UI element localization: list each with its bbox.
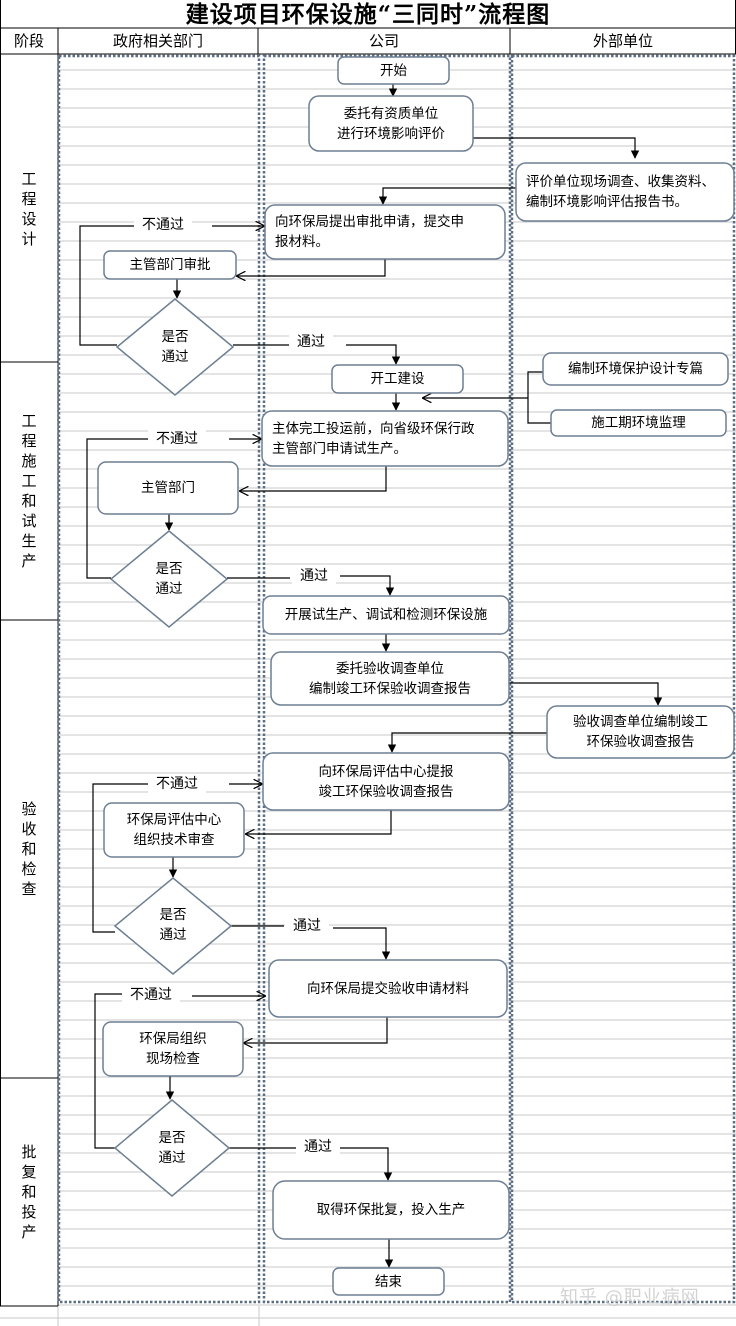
shape-commission-eia (308, 95, 474, 152)
swimlanes (57, 54, 736, 1304)
arrow-submit-to-inspection (244, 1017, 388, 1043)
arrow-report-to-submit (387, 732, 547, 753)
lane-company (262, 54, 512, 1304)
edge-label-fail-2: 不通过 (148, 430, 206, 448)
shape-decision-1 (115, 298, 235, 396)
line-fail-2a (86, 438, 148, 579)
shape-decision-3 (113, 877, 233, 975)
shape-env-design (542, 352, 729, 386)
edge-label-fail-4: 不通过 (122, 986, 180, 1004)
watermark: 知乎 @职业病网 (560, 1287, 700, 1308)
arrow-apply-to-dept2 (240, 466, 387, 491)
lane-government (57, 54, 261, 1304)
shape-start (337, 56, 450, 85)
connectors (79, 84, 663, 1268)
lane-external (510, 54, 736, 1304)
edge-label-fail-3: 不通过 (148, 775, 206, 793)
shape-decision-4 (113, 1099, 231, 1197)
shape-site-inspection (102, 1021, 244, 1077)
arrow-pass-2 (340, 575, 395, 596)
shape-tech-review (103, 802, 245, 858)
arrow-pass-3 (333, 927, 391, 960)
line-fail-3a (92, 783, 148, 933)
stage-label-approval: 批 复 和 投 产 (21, 1143, 37, 1241)
shape-start-construction (331, 364, 464, 394)
column-header-external: 外部单位 (592, 32, 653, 50)
shape-end (332, 1267, 445, 1296)
diagram-title: 建设项目环保设施“三同时”流程图 (185, 1, 551, 28)
column-header-stage: 阶段 (13, 32, 44, 50)
shape-trial-production (262, 595, 510, 635)
stage-label-design: 工 程 设 计 (21, 169, 37, 248)
arrow-eia-to-survey (473, 137, 640, 159)
line-fail-1a (79, 225, 134, 346)
shape-eia-survey (515, 162, 735, 222)
edge-label-fail-1: 不通过 (134, 216, 192, 234)
column-header-company: 公司 (368, 32, 399, 50)
shape-dept-approval (103, 250, 237, 280)
shape-approval-production (272, 1180, 510, 1240)
edge-label-pass-2: 通过 (292, 567, 336, 585)
shape-dept-2 (97, 461, 239, 515)
shape-construction-monitor (550, 409, 727, 437)
edge-label-pass-3: 通过 (285, 917, 329, 935)
node-shapes (97, 56, 735, 1296)
arrow-survey-to-submit (378, 187, 516, 205)
stage-label-construction: 工 程 施 工 和 试 生 产 (21, 412, 37, 570)
arrow-submit-to-dept (237, 259, 386, 276)
column-header-government: 政府相关部门 (112, 32, 203, 50)
arrow-pass-1 (346, 344, 401, 365)
shape-acceptance-report (546, 705, 735, 759)
arrow-pass-4 (334, 1147, 393, 1181)
shape-decision-2 (109, 530, 229, 628)
shape-commission-acceptance (270, 651, 510, 706)
shape-submit-approval (264, 204, 506, 260)
shape-submit-report (262, 752, 510, 811)
stage-label-acceptance: 验 收 和 检 查 (21, 800, 37, 898)
arrow-commission-to-report (509, 682, 663, 706)
line-fail-4a (94, 993, 122, 1149)
shape-apply-trial (261, 410, 509, 467)
shape-submit-acceptance (268, 959, 508, 1018)
arrow-submit-to-review (246, 810, 392, 834)
edge-label-pass-1: 通过 (289, 333, 333, 351)
edge-label-pass-4: 通过 (296, 1138, 340, 1156)
